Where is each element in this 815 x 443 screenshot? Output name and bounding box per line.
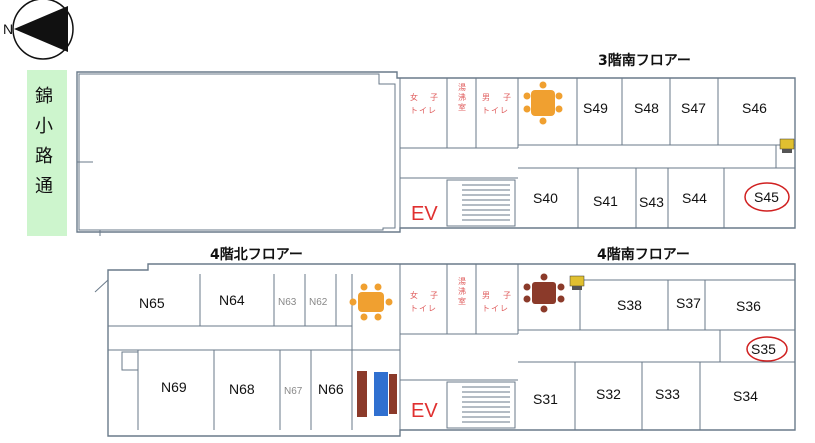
room-s35: S35 bbox=[751, 341, 776, 357]
room-s48: S48 bbox=[634, 100, 659, 116]
street-char-1: 錦 bbox=[35, 86, 53, 107]
svg-text:湯: 湯 bbox=[458, 82, 466, 92]
women-wc-3f: 女 子 ト イ レ bbox=[410, 92, 438, 115]
svg-text:イ: イ bbox=[491, 304, 499, 313]
svg-text:男: 男 bbox=[482, 93, 490, 102]
street-char-3: 路 bbox=[35, 146, 53, 167]
svg-text:女: 女 bbox=[410, 290, 418, 300]
printer-icon-4f bbox=[569, 275, 585, 290]
svg-text:イ: イ bbox=[419, 106, 427, 115]
printer-icon bbox=[779, 138, 795, 153]
highlight-ring-s45 bbox=[744, 182, 790, 212]
room-s47: S47 bbox=[681, 100, 706, 116]
room-s45: S45 bbox=[754, 189, 779, 205]
meeting-table-3f bbox=[523, 81, 563, 125]
room-n67: N67 bbox=[284, 386, 303, 397]
room-s33: S33 bbox=[655, 386, 680, 402]
highlight-ring-s35 bbox=[746, 336, 788, 362]
floor-label-4f-north: 4階北フロアー bbox=[210, 246, 303, 263]
svg-text:子: 子 bbox=[430, 291, 438, 300]
svg-text:湯: 湯 bbox=[458, 276, 466, 286]
women-wc-4f: 女 子 ト イ レ bbox=[410, 290, 438, 313]
room-n69: N69 bbox=[161, 379, 187, 395]
svg-text:イ: イ bbox=[491, 106, 499, 115]
svg-text:レ: レ bbox=[428, 106, 436, 115]
svg-text:ト: ト bbox=[410, 304, 418, 313]
kitchen-4f: 湯 沸 室 bbox=[458, 276, 466, 306]
fourth-floor-plan bbox=[94, 263, 796, 437]
svg-text:室: 室 bbox=[458, 296, 466, 306]
sofa-set bbox=[357, 371, 397, 417]
men-wc-3f: 男 子 ト イ レ bbox=[482, 93, 511, 115]
svg-text:レ: レ bbox=[500, 304, 508, 313]
third-floor-plan bbox=[76, 71, 796, 236]
svg-text:ト: ト bbox=[410, 106, 418, 115]
svg-text:ト: ト bbox=[482, 106, 490, 115]
street-char-4: 通 bbox=[35, 176, 53, 197]
street-char-2: 小 bbox=[35, 116, 53, 137]
room-s34: S34 bbox=[733, 388, 758, 404]
room-s43: S43 bbox=[639, 194, 664, 210]
svg-text:子: 子 bbox=[430, 93, 438, 102]
svg-text:子: 子 bbox=[503, 291, 511, 300]
room-s44: S44 bbox=[682, 190, 707, 206]
room-n63: N63 bbox=[278, 297, 297, 308]
room-n64: N64 bbox=[219, 292, 245, 308]
svg-text:レ: レ bbox=[500, 106, 508, 115]
elevator-label-4f: EV bbox=[411, 400, 438, 422]
room-n62: N62 bbox=[309, 297, 328, 308]
compass-north-label: N bbox=[3, 21, 13, 37]
meeting-table-4f-north bbox=[349, 283, 393, 321]
floor-label-3f-south: 3階南フロアー bbox=[598, 52, 691, 69]
svg-text:ト: ト bbox=[482, 304, 490, 313]
room-s49: S49 bbox=[583, 100, 608, 116]
svg-text:レ: レ bbox=[428, 304, 436, 313]
room-n66: N66 bbox=[318, 381, 344, 397]
floor-label-4f-south: 4階南フロアー bbox=[597, 246, 690, 263]
room-s36: S36 bbox=[736, 298, 761, 314]
compass-icon bbox=[12, 0, 74, 60]
svg-text:男: 男 bbox=[482, 291, 490, 300]
room-n65: N65 bbox=[139, 295, 165, 311]
street-banner bbox=[27, 70, 67, 236]
room-s31: S31 bbox=[533, 391, 558, 407]
room-s46: S46 bbox=[742, 100, 767, 116]
elevator-label-3f: EV bbox=[411, 203, 438, 225]
svg-text:沸: 沸 bbox=[458, 92, 466, 102]
svg-text:子: 子 bbox=[503, 93, 511, 102]
svg-text:イ: イ bbox=[419, 304, 427, 313]
kitchen-3f: 湯 沸 室 bbox=[458, 82, 466, 112]
men-wc-4f: 男 子 ト イ レ bbox=[482, 291, 511, 313]
room-s38: S38 bbox=[617, 297, 642, 313]
meeting-table-4f-south bbox=[523, 273, 565, 313]
room-n68: N68 bbox=[229, 381, 255, 397]
svg-text:室: 室 bbox=[458, 102, 466, 112]
svg-text:沸: 沸 bbox=[458, 286, 466, 296]
svg-text:女: 女 bbox=[410, 92, 418, 102]
room-s32: S32 bbox=[596, 386, 621, 402]
room-s37: S37 bbox=[676, 295, 701, 311]
room-s40: S40 bbox=[533, 190, 558, 206]
room-s41: S41 bbox=[593, 193, 618, 209]
